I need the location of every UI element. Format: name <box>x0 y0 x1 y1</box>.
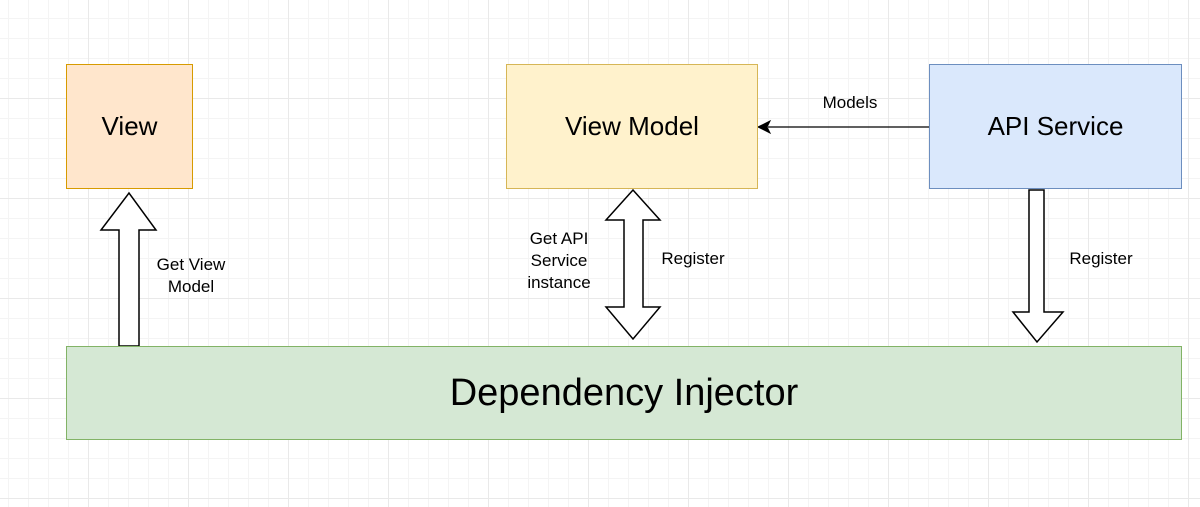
models-arrow <box>756 119 929 135</box>
get-view-model-block-arrow <box>99 191 158 347</box>
get-api-service-instance-label: Get API Service instance <box>527 229 591 292</box>
get-view-model-label: Get View Model <box>156 255 226 296</box>
register-api-service-block-arrow <box>1011 189 1065 344</box>
view-model-node: View Model <box>506 64 758 189</box>
view-model-di-double-arrow <box>604 188 662 341</box>
models-label: Models <box>822 93 878 112</box>
api-service-node: API Service <box>929 64 1182 189</box>
view-node: View <box>66 64 193 189</box>
dependency-injector-node: Dependency Injector <box>66 346 1182 440</box>
register-view-model-label: Register <box>661 249 725 268</box>
register-api-service-label: Register <box>1069 249 1133 268</box>
